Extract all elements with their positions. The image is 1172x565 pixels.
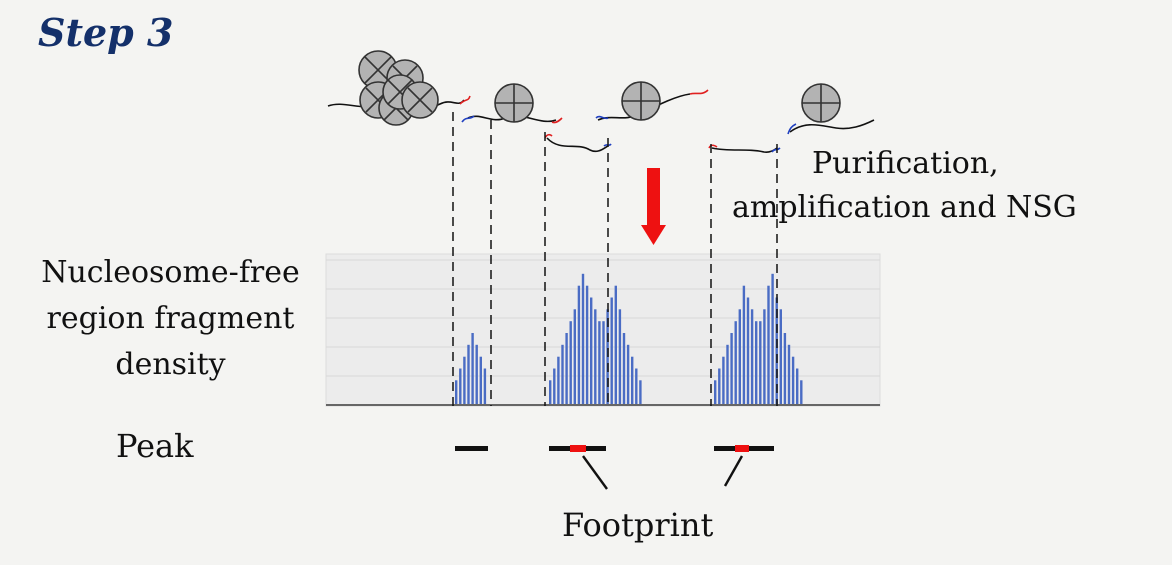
density-bar <box>479 356 482 404</box>
density-bar <box>796 368 799 404</box>
density-bar <box>557 356 560 404</box>
density-bar <box>722 356 725 404</box>
density-bar <box>734 321 737 404</box>
density-bar <box>742 285 746 404</box>
peak-label: Peak <box>116 427 194 465</box>
density-bar <box>581 273 585 404</box>
single-nucleosomes <box>494 81 841 123</box>
density-bar <box>455 380 458 404</box>
density-bar <box>561 344 564 404</box>
density-bar <box>602 321 605 404</box>
footprint-mark <box>735 445 749 452</box>
dashed-guides <box>452 112 778 406</box>
footprint-pointers <box>582 455 744 490</box>
density-bar <box>767 285 770 404</box>
peak-bar <box>455 446 488 451</box>
dna-strand-fragment-2 <box>711 147 778 153</box>
nucleosome-plus-icon <box>621 81 661 121</box>
dna-end-red-4 <box>689 89 709 95</box>
dna-end-blue-5 <box>787 123 797 135</box>
footprint-mark <box>570 445 586 452</box>
density-bar <box>783 333 787 404</box>
density-bar <box>763 309 766 404</box>
peak-marks <box>455 445 774 452</box>
density-bar <box>726 344 729 404</box>
density-bar <box>791 356 795 404</box>
dna-strand-right <box>789 119 875 133</box>
dna-end-red-2 <box>551 117 563 124</box>
dna-strand-fragment-1 <box>546 137 609 153</box>
nucleosome-plus-icon <box>801 83 841 123</box>
dna-end-red-3 <box>544 133 553 139</box>
density-bar <box>775 297 778 404</box>
density-bar <box>755 321 758 404</box>
purification-line-2: amplification and NSG <box>732 190 1077 225</box>
density-bar <box>718 368 721 404</box>
density-bar <box>483 368 487 404</box>
density-bar <box>635 368 638 404</box>
density-bar <box>549 380 552 404</box>
footprint-label: Footprint <box>562 506 714 544</box>
nucleosome-plus-icon <box>494 83 534 123</box>
density-bar <box>738 309 741 404</box>
density-bar <box>631 356 634 404</box>
density-bar <box>585 285 589 404</box>
density-bar <box>598 321 601 404</box>
nucleosome-cluster <box>358 50 439 126</box>
density-bar <box>610 297 613 404</box>
purification-label: Purification, amplification and NSG <box>732 142 1077 230</box>
down-arrow-icon <box>641 168 666 245</box>
density-bar <box>467 344 470 404</box>
density-bar <box>746 297 750 404</box>
density-bar <box>471 333 474 404</box>
density-bar <box>800 380 803 404</box>
step-title: Step 3 <box>38 10 174 55</box>
density-bars <box>455 273 803 404</box>
density-bar <box>626 344 630 404</box>
dna-end-red-5 <box>708 144 718 149</box>
density-bar <box>553 368 556 404</box>
dna-end-blue-3 <box>595 115 609 120</box>
nucleosome-crossed-icon <box>401 81 439 119</box>
density-bar <box>759 321 762 404</box>
density-line-2: region fragment <box>46 301 295 336</box>
density-bar <box>594 309 597 404</box>
density-bar <box>463 356 466 404</box>
density-bar <box>750 309 754 404</box>
density-bar <box>730 333 733 404</box>
density-bar <box>569 321 572 404</box>
density-bar <box>573 309 576 404</box>
density-bar <box>618 309 622 404</box>
density-bar <box>565 333 568 404</box>
density-label: Nucleosome-free region fragment density <box>18 250 323 388</box>
dna-end-blue-1 <box>461 115 475 123</box>
density-bar <box>622 333 626 404</box>
density-bar <box>475 344 478 404</box>
density-bar <box>787 344 791 404</box>
density-bar <box>459 368 462 404</box>
density-bar <box>771 273 774 404</box>
density-bar <box>614 285 617 404</box>
dna-end-blue-4 <box>771 147 781 153</box>
density-bar <box>590 297 593 404</box>
purification-line-1: Purification, <box>812 146 999 181</box>
density-line-1: Nucleosome-free <box>41 255 300 290</box>
density-bar <box>639 380 642 404</box>
density-bar <box>714 380 717 404</box>
density-line-3: density <box>115 347 226 382</box>
density-bar <box>779 309 782 404</box>
density-bar <box>577 285 581 404</box>
dna-end-red-1 <box>459 95 471 105</box>
